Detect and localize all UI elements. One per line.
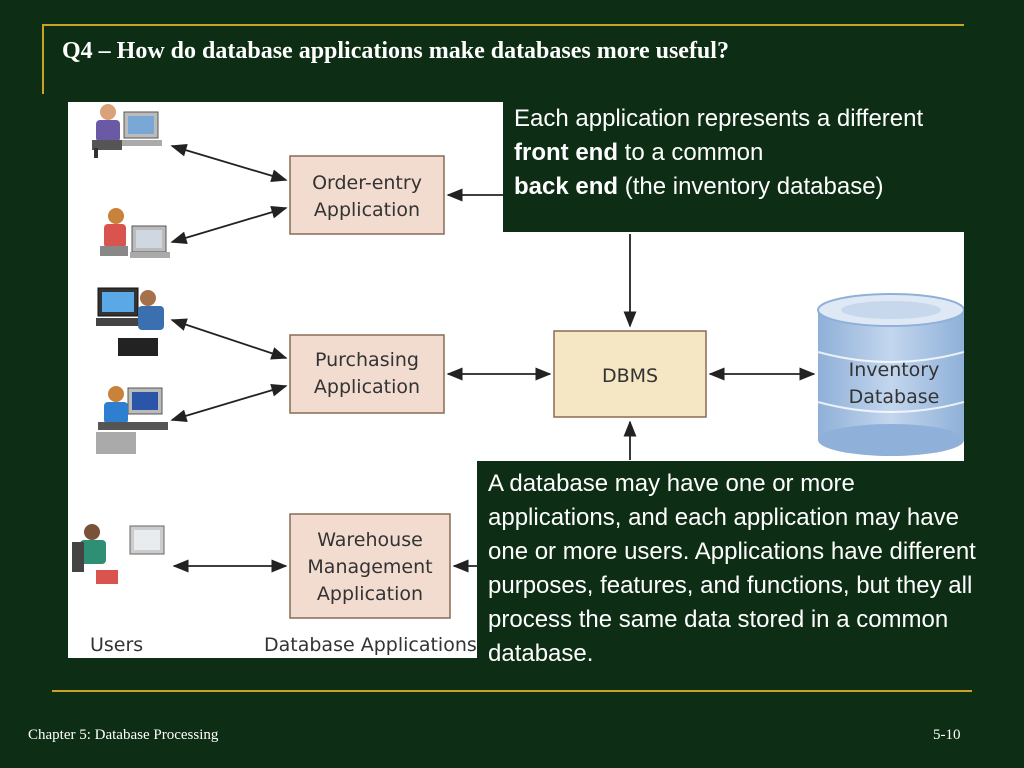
app-box-order-entry: Order-entry Application <box>289 155 445 235</box>
database-label-2: Database <box>849 386 940 408</box>
arrow-user3-purchasing <box>170 318 288 360</box>
app-label-warehouse-1: Warehouse <box>317 529 423 551</box>
bottom-rule <box>52 690 972 692</box>
dbms-box: DBMS <box>553 330 707 418</box>
callout-explanation: A database may have one or more applicat… <box>477 461 992 671</box>
callout-bottom-text: A database may have one or more applicat… <box>488 470 976 667</box>
user-5-icon <box>72 524 165 584</box>
database-cylinder-icon: Inventory Database <box>817 293 964 456</box>
app-label-purchasing-1: Purchasing <box>315 349 419 371</box>
callout-top-text-2: to a common <box>617 139 764 166</box>
slide-title: Q4 – How do database applications make d… <box>62 38 729 64</box>
app-box-purchasing: Purchasing Application <box>289 334 445 414</box>
app-label-warehouse-3: Application <box>317 583 423 605</box>
title-rule-left <box>42 24 44 94</box>
callout-top-text-1: Each application represents a different <box>514 105 924 132</box>
database-label-1: Inventory <box>849 359 940 381</box>
database-applications-diagram: Order-entry Application Purchasing Appli… <box>72 104 964 656</box>
column-label-users: Users <box>90 634 143 656</box>
column-label-apps: Database Applications <box>264 634 477 656</box>
user-3-icon <box>96 287 164 356</box>
app-label-purchasing-2: Application <box>314 376 420 398</box>
arrow-user1-orderentry <box>170 143 288 183</box>
app-box-warehouse: Warehouse Management Application <box>289 513 451 619</box>
footer-page-number: 5-10 <box>933 727 961 743</box>
callout-top-bold-back-end: back end <box>514 173 619 200</box>
app-label-order-entry-2: Application <box>314 199 420 221</box>
user-2-icon <box>100 208 170 258</box>
callout-front-end: Each application represents a different … <box>503 98 968 232</box>
arrow-user2-orderentry <box>170 205 288 245</box>
footer-chapter: Chapter 5: Database Processing <box>28 727 219 743</box>
callout-top-text-3: (the inventory database) <box>618 173 884 200</box>
user-1-icon <box>92 104 162 158</box>
app-label-order-entry-1: Order-entry <box>312 172 422 194</box>
callout-top-bold-front-end: front end <box>514 139 618 166</box>
user-4-icon <box>96 386 168 454</box>
arrow-user4-purchasing <box>170 383 288 423</box>
title-rule-top <box>42 24 964 26</box>
dbms-label: DBMS <box>602 365 658 387</box>
app-label-warehouse-2: Management <box>307 556 432 578</box>
